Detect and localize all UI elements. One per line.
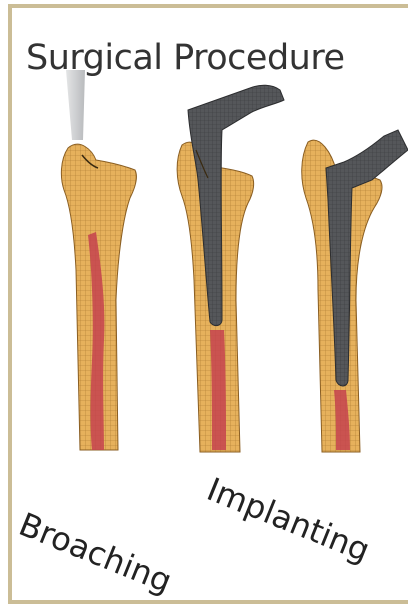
broach-tool: [66, 70, 85, 140]
implant-stem-3: [326, 130, 408, 386]
implanting-femur-seated: [302, 130, 408, 452]
marrow-2: [210, 330, 226, 450]
broaching-femur: [61, 70, 136, 450]
implanting-femur-inserting: [177, 85, 284, 452]
slide-title: Surgical Procedure: [26, 38, 345, 78]
